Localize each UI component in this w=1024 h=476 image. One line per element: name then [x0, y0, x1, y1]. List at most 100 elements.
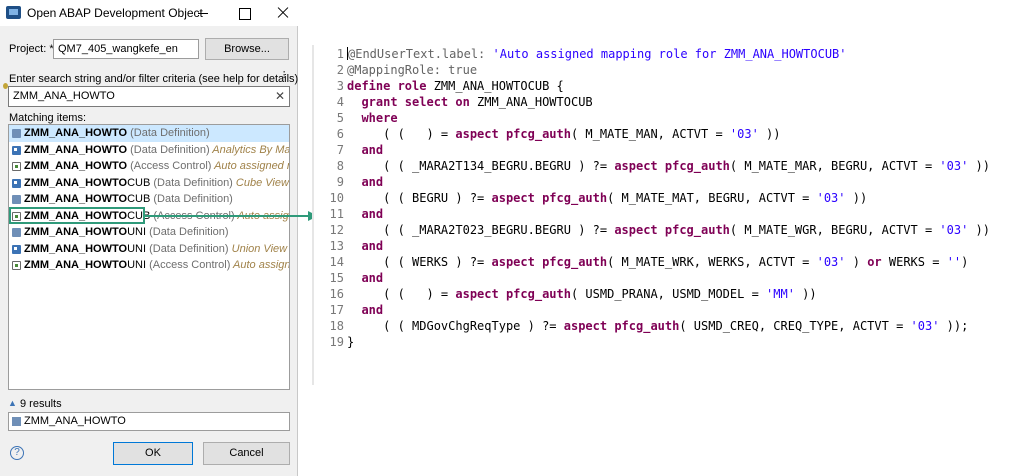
cancel-button[interactable]: Cancel	[203, 442, 290, 465]
code-line[interactable]: 13 and	[320, 238, 384, 254]
line-number: 12	[329, 223, 344, 237]
list-item[interactable]: ZMM_ANA_HOWTOCUB (Data Definition)	[9, 191, 289, 208]
project-field[interactable]: QM7_405_wangkefe_en	[53, 39, 199, 59]
code-text: ( ( ) =	[347, 287, 456, 301]
line-number: 5	[336, 111, 344, 125]
list-item[interactable]: ZMM_ANA_HOWTO (Data Definition)	[9, 125, 289, 142]
line-number: 18	[329, 319, 344, 333]
code-line[interactable]: 9 and	[320, 174, 383, 190]
code-line[interactable]: 7 and	[320, 142, 383, 158]
list-item[interactable]: ZMM_ANA_HOWTOUNI (Data Definition) Union…	[9, 241, 289, 258]
code-line[interactable]: 12 ( ( _MARA2T023_BEGRU.BEGRU ) ?= aspec…	[320, 222, 990, 238]
item-type: (Data Definition)	[146, 226, 229, 238]
line-number: 15	[329, 271, 344, 285]
list-item[interactable]: ZMM_ANA_HOWTOCUB (Data Definition) Cube …	[9, 175, 289, 192]
search-field[interactable]: ✕	[8, 86, 290, 107]
code-line[interactable]: 4 grant select on ZMM_ANA_HOWTOCUB	[320, 94, 593, 110]
list-item[interactable]: ZMM_ANA_HOWTOUNI (Data Definition)	[9, 224, 289, 241]
item-type: (Data Definition)	[150, 193, 233, 205]
code-text: ( ( WERKS ) ?=	[347, 255, 492, 269]
code-keyword: and	[361, 175, 384, 189]
code-line[interactable]: 16 ( ( ) = aspect pfcg_auth( USMD_PRANA,…	[320, 286, 817, 302]
access-control-icon	[12, 211, 21, 221]
item-name: ZMM_ANA_HOWTO	[24, 160, 128, 172]
editor-gutter	[312, 45, 314, 385]
code-string: '03'	[939, 159, 969, 173]
maximize-button[interactable]	[222, 0, 268, 26]
code-text: ( ( MDGovChgReqType ) ?=	[347, 319, 564, 333]
item-name-suffix: CUB	[127, 193, 151, 205]
code-line[interactable]: 15 and	[320, 270, 384, 286]
code-keyword: and	[361, 271, 384, 285]
item-description: Auto assigned mapping role	[233, 259, 289, 271]
code-text: )	[845, 255, 868, 269]
line-number: 19	[329, 335, 344, 349]
data-definition-icon	[12, 129, 21, 138]
code-text	[347, 303, 361, 317]
code-line[interactable]: 19}	[320, 334, 355, 350]
code-text	[347, 95, 361, 109]
code-line[interactable]: 1@EndUserText.label: 'Auto assigned mapp…	[320, 46, 847, 62]
content-assist-icon	[3, 83, 8, 89]
data-definition-entity-icon	[12, 178, 21, 188]
code-text: ( USMD_PRANA, USMD_MODEL =	[570, 287, 767, 301]
code-text	[347, 239, 361, 253]
code-line[interactable]: 14 ( ( WERKS ) ?= aspect pfcg_auth( M_MA…	[320, 254, 969, 270]
window-title: Open ABAP Development Object	[27, 6, 203, 20]
clear-icon[interactable]: ✕	[274, 89, 285, 103]
code-line[interactable]: 6 ( ( ) = aspect pfcg_auth( M_MATE_MAN, …	[320, 126, 781, 142]
code-line[interactable]: 5 where	[320, 110, 398, 126]
code-text	[347, 271, 361, 285]
code-line[interactable]: 2@MappingRole: true	[320, 62, 477, 78]
code-text: ( ( _MARA2T134_BEGRU.BEGRU ) ?=	[347, 159, 615, 173]
item-description: Union View for ANA	[231, 242, 289, 255]
item-description: Cube View for ANA	[235, 176, 289, 189]
code-line[interactable]: 18 ( ( MDGovChgReqType ) ?= aspect pfcg_…	[320, 318, 969, 334]
ok-button[interactable]: OK	[113, 442, 193, 465]
line-number: 3	[336, 79, 344, 93]
code-keyword: aspect pfcg_auth	[491, 255, 608, 269]
line-number: 4	[336, 95, 344, 109]
code-text: }	[347, 335, 355, 349]
selected-item-field: ZMM_ANA_HOWTO	[8, 412, 290, 431]
code-line[interactable]: 8 ( ( _MARA2T134_BEGRU.BEGRU ) ?= aspect…	[320, 158, 990, 174]
project-label: Project: *	[9, 43, 54, 55]
code-keyword: aspect pfcg_auth	[563, 319, 680, 333]
help-icon[interactable]: ?	[10, 446, 24, 460]
data-definition-icon	[12, 228, 21, 237]
line-number: 6	[336, 127, 344, 141]
code-editor[interactable]: 1@EndUserText.label: 'Auto assigned mapp…	[312, 40, 1024, 385]
code-keyword: or	[867, 255, 882, 269]
close-button[interactable]	[256, 0, 302, 26]
code-annotation: @MappingRole: true	[347, 63, 478, 77]
code-line[interactable]: 10 ( ( BEGRU ) ?= aspect pfcg_auth( M_MA…	[320, 190, 868, 206]
code-line[interactable]: 17 and	[320, 302, 384, 318]
item-name: ZMM_ANA_HOWTO	[24, 176, 128, 189]
item-type: (Data Definition)	[150, 176, 233, 189]
line-number: 9	[336, 175, 344, 189]
browse-button[interactable]: Browse...	[205, 38, 289, 60]
list-item[interactable]: ZMM_ANA_HOWTO (Data Definition) Analytic…	[9, 142, 289, 159]
list-item[interactable]: ZMM_ANA_HOWTOUNI (Access Control) Auto a…	[9, 257, 289, 274]
list-item[interactable]: ZMM_ANA_HOWTO (Access Control) Auto assi…	[9, 158, 289, 175]
line-number: 1	[336, 47, 344, 61]
minimize-button[interactable]	[180, 0, 226, 26]
code-line[interactable]: 11 and	[320, 206, 384, 222]
code-text: ( USMD_CREQ, CREQ_TYPE, ACTVT =	[679, 319, 911, 333]
code-text: ));	[939, 319, 969, 333]
code-text: ( M_MATE_WRK, WERKS, ACTVT =	[607, 255, 817, 269]
search-input[interactable]	[13, 90, 263, 102]
matching-items-list[interactable]: ZMM_ANA_HOWTO (Data Definition)ZMM_ANA_H…	[8, 124, 290, 390]
results-count: 9 results	[20, 398, 62, 410]
code-text: ))	[968, 159, 991, 173]
item-name-suffix: UNI	[127, 259, 147, 271]
line-number: 8	[336, 159, 344, 173]
open-abap-development-object-dialog: Open ABAP Development Object Project: * …	[0, 0, 298, 476]
code-text: ( M_MATE_MAR, BEGRU, ACTVT =	[729, 159, 940, 173]
code-keyword: aspect pfcg_auth	[455, 287, 571, 301]
code-text: ( M_MATE_MAT, BEGRU, ACTVT =	[607, 191, 817, 205]
matching-items-label: Matching items:	[9, 112, 87, 124]
code-keyword: aspect pfcg_auth	[491, 191, 608, 205]
code-annotation: @EndUserText.label:	[348, 47, 493, 61]
